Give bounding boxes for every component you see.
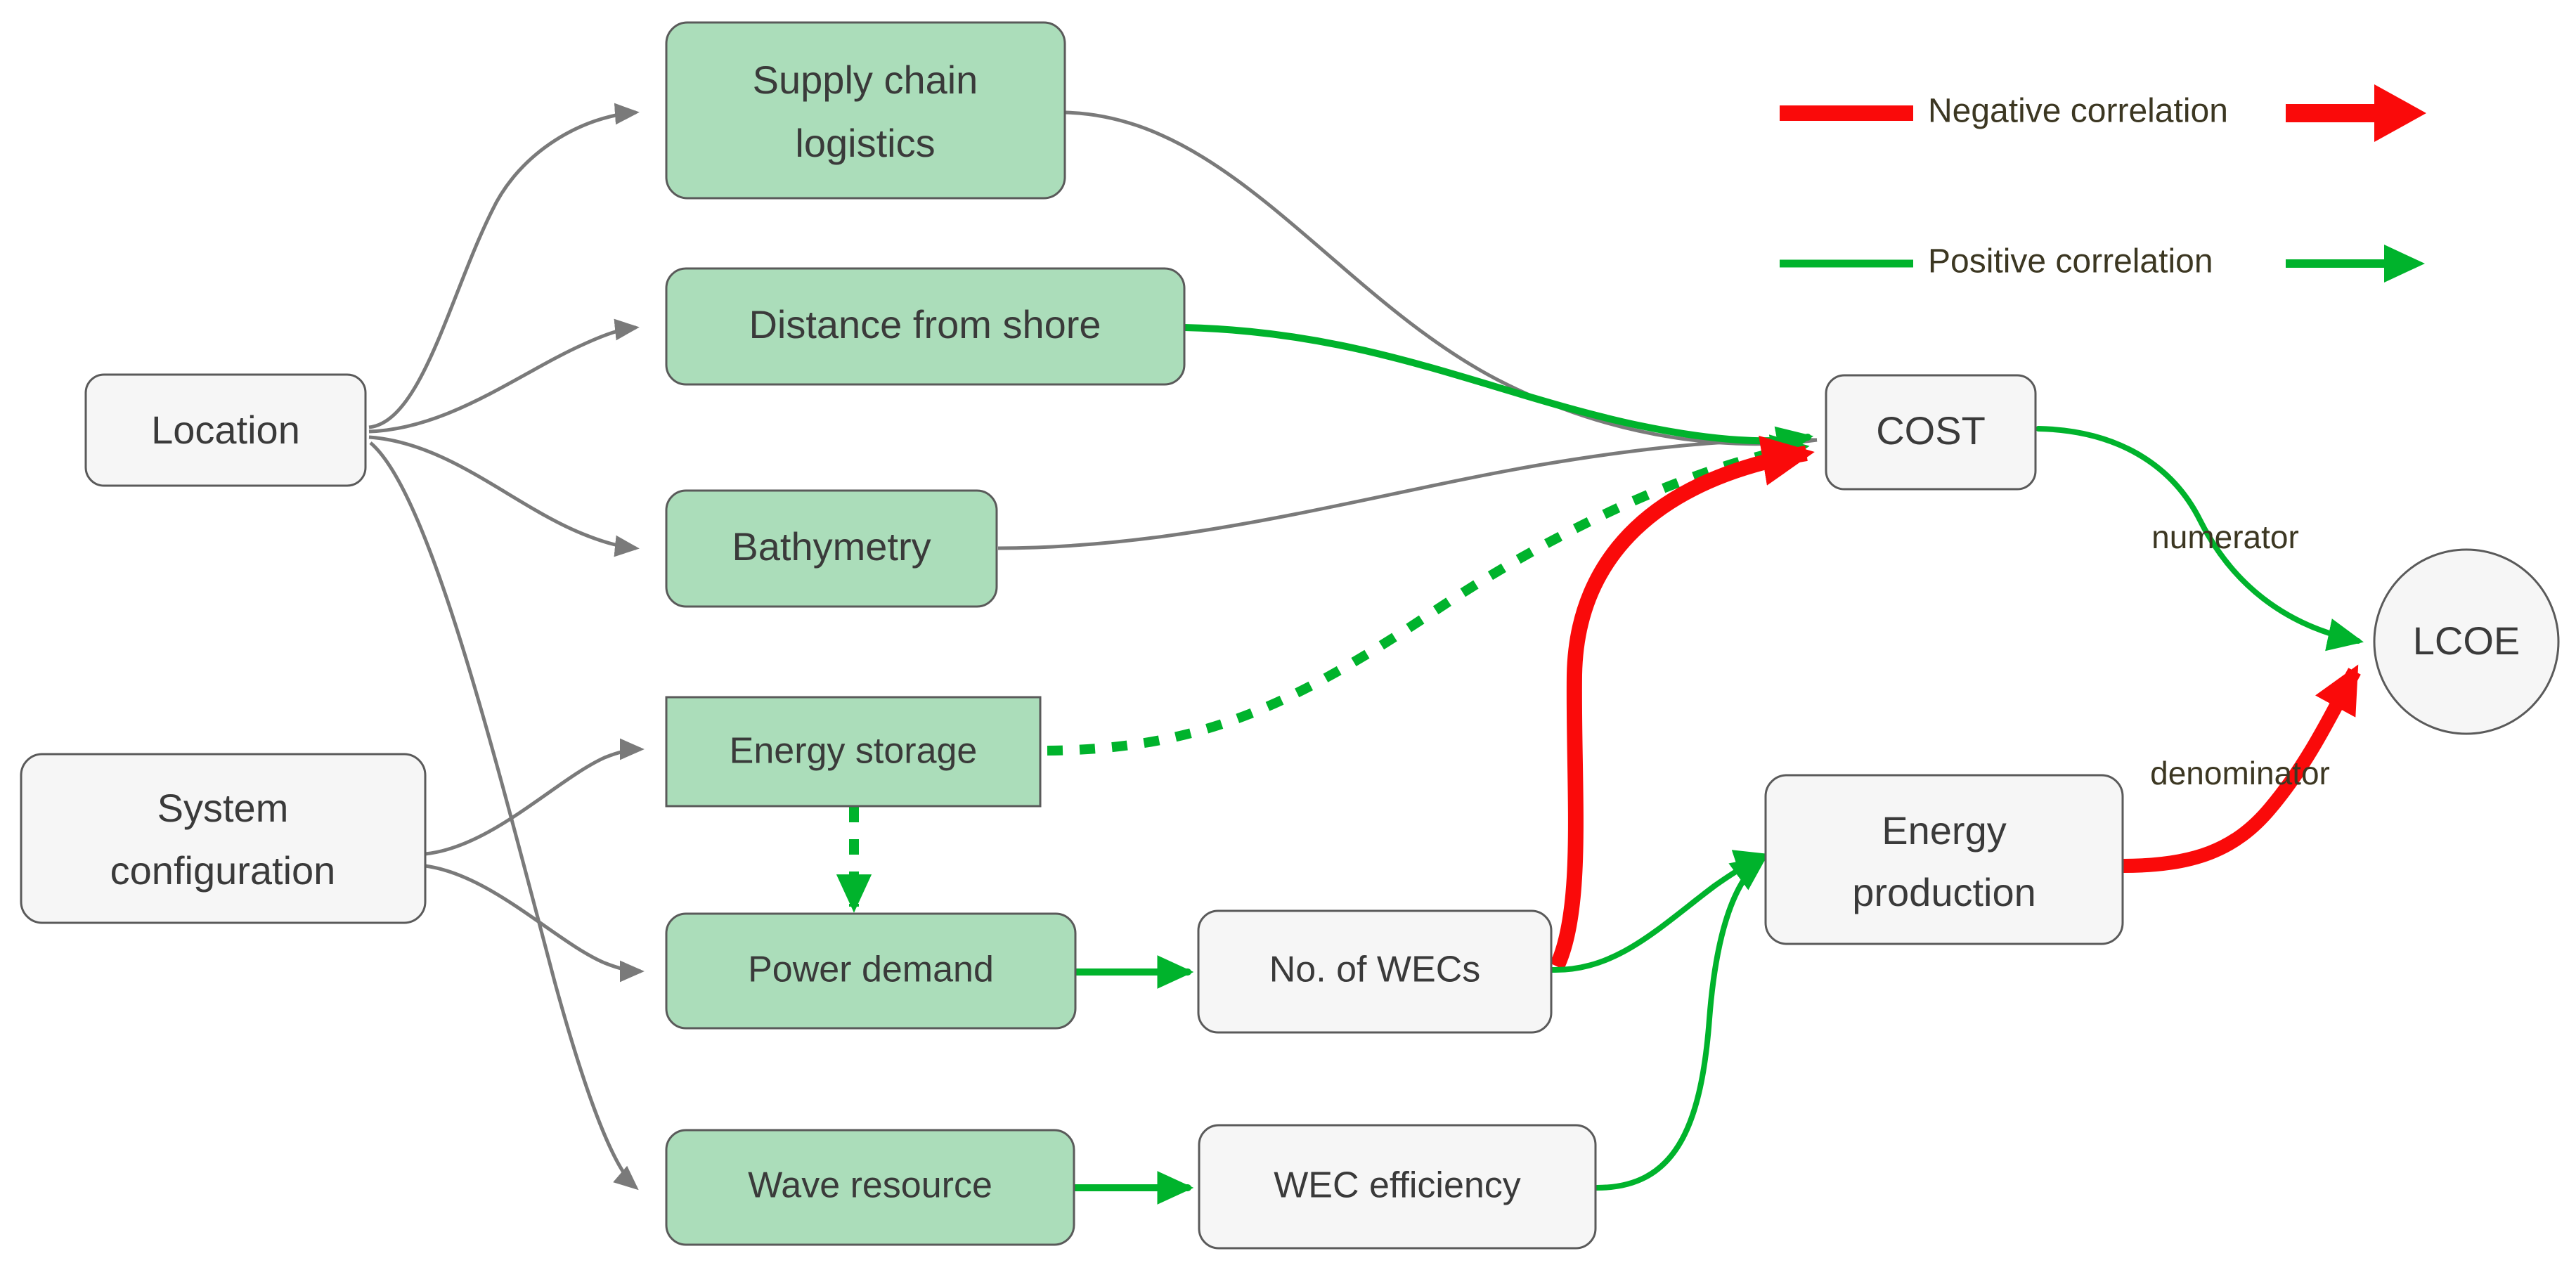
edge-layer — [368, 103, 2364, 1205]
node-lcoe-label: LCOE — [2413, 618, 2520, 663]
node-wec-efficiency-label: WEC efficiency — [1274, 1165, 1521, 1206]
edge-label-numerator: numerator — [2151, 519, 2299, 555]
edge-location-to-waveresource — [369, 441, 639, 1191]
node-distance-from-shore-shape[interactable] — [665, 267, 1186, 386]
edge-label-denominator: denominator — [2150, 755, 2330, 791]
node-supply-chain-logistics[interactable]: Supply chain logistics — [665, 21, 1066, 200]
node-bathymetry-shape[interactable] — [665, 489, 998, 608]
node-cost[interactable]: COST — [1825, 374, 2037, 491]
node-no-of-wecs-shape[interactable] — [1197, 909, 1553, 1034]
edge-location-to-bathymetry — [368, 435, 640, 557]
legend: Negative correlation Positive correlatio… — [1780, 84, 2426, 283]
node-lcoe[interactable]: LCOE — [2373, 548, 2560, 735]
edge-sysconfig-to-storage — [425, 738, 645, 856]
node-system-configuration-label-line2: configuration — [110, 848, 336, 893]
edge-sysconfig-to-powerdemand — [425, 864, 645, 983]
node-wave-resource-label: Wave resource — [748, 1165, 992, 1206]
edge-energyprod-to-lcoe — [2122, 664, 2361, 873]
node-distance-from-shore[interactable]: Distance from shore — [665, 267, 1186, 386]
edge-cost-to-lcoe — [2035, 426, 2364, 652]
node-supply-chain-logistics-label-line2: logistics — [795, 121, 935, 165]
node-energy-storage-shape[interactable] — [665, 696, 1042, 808]
node-location[interactable]: Location — [84, 373, 367, 487]
legend-positive-arrow-icon — [2286, 245, 2425, 283]
edge-label-layer: numerator denominator — [2150, 519, 2330, 791]
legend-item-positive-correlation: Positive correlation — [1780, 243, 2425, 283]
edge-numwecs-to-energyprod — [1549, 850, 1771, 973]
edge-location-to-supply — [368, 103, 640, 429]
node-system-configuration[interactable]: System configuration — [20, 753, 427, 924]
legend-negative-label: Negative correlation — [1928, 93, 2228, 130]
node-no-of-wecs[interactable]: No. of WECs — [1197, 909, 1553, 1034]
legend-negative-arrow-icon — [2286, 84, 2426, 142]
node-power-demand-label: Power demand — [748, 950, 994, 990]
node-distance-from-shore-label: Distance from shore — [749, 302, 1101, 346]
node-wave-resource[interactable]: Wave resource — [665, 1129, 1075, 1246]
legend-item-negative-correlation: Negative correlation — [1780, 84, 2426, 142]
node-wave-resource-shape[interactable] — [665, 1129, 1075, 1246]
edge-wecefficiency-to-energyprod — [1594, 855, 1768, 1191]
node-layer: Location System configuration Supply cha… — [20, 21, 2560, 1250]
legend-positive-label: Positive correlation — [1928, 243, 2213, 280]
node-location-shape[interactable] — [84, 373, 367, 487]
node-energy-production-label-line2: production — [1852, 870, 2036, 914]
node-supply-chain-logistics-shape[interactable] — [665, 21, 1066, 200]
node-cost-shape[interactable] — [1825, 374, 2037, 491]
edge-numwecs-to-cost — [1549, 435, 1815, 970]
node-energy-production-label-line1: Energy — [1882, 808, 2006, 853]
node-energy-production[interactable]: Energy production — [1764, 774, 2124, 945]
node-no-of-wecs-label: No. of WECs — [1269, 950, 1481, 990]
node-system-configuration-label-line1: System — [157, 786, 289, 830]
node-power-demand-shape[interactable] — [665, 912, 1077, 1030]
node-cost-label: COST — [1876, 408, 1986, 453]
node-lcoe-shape[interactable] — [2373, 548, 2560, 735]
node-wec-efficiency[interactable]: WEC efficiency — [1198, 1124, 1597, 1250]
node-supply-chain-logistics-label-line1: Supply chain — [753, 58, 978, 102]
node-bathymetry-label: Bathymetry — [732, 524, 931, 569]
node-wec-efficiency-shape[interactable] — [1198, 1124, 1597, 1250]
node-energy-storage[interactable]: Energy storage — [665, 696, 1042, 808]
node-energy-storage-label: Energy storage — [730, 731, 978, 772]
node-energy-production-shape[interactable] — [1764, 774, 2124, 945]
edge-distance-to-cost — [1181, 324, 1814, 460]
node-bathymetry[interactable]: Bathymetry — [665, 489, 998, 608]
node-system-configuration-shape[interactable] — [20, 753, 427, 924]
edge-location-to-distance — [368, 318, 640, 434]
node-location-label: Location — [151, 408, 300, 452]
node-power-demand[interactable]: Power demand — [665, 912, 1077, 1030]
